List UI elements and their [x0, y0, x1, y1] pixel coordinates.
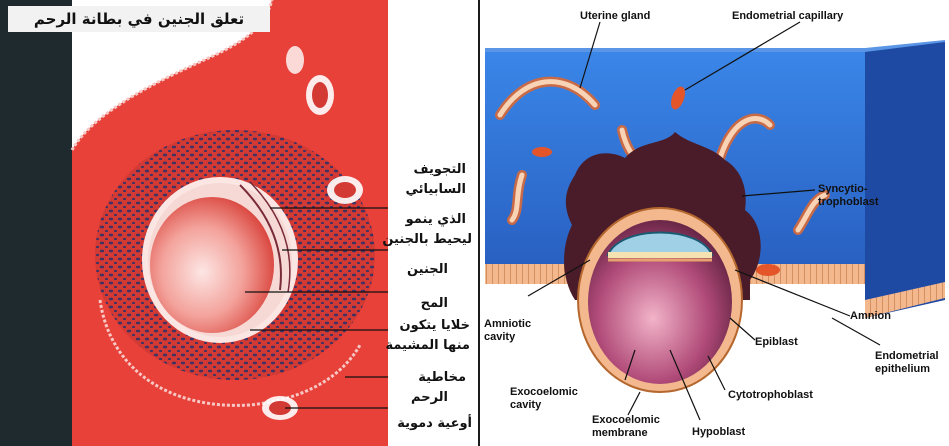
label-amniotic-cavity-1: التجويف [413, 162, 466, 177]
label-endometrial-capillary: Endometrial capillary [732, 10, 843, 23]
yolk-sac [150, 197, 274, 333]
left-diagram-panel: تعلق الجنين في بطانة الرحم التجويف الساب… [0, 0, 478, 446]
label-blood-vessels: أوعية دموية [397, 416, 472, 431]
label-uterine-mucosa-2: الرحم [411, 390, 448, 405]
label-endometrial-epithelium-2: epithelium [875, 363, 930, 376]
label-placenta-cells-1: خلايا يتكون [399, 318, 470, 333]
blastocyst-illustration [480, 0, 949, 446]
label-uterine-gland: Uterine gland [580, 10, 650, 23]
label-exocoelomic-membrane-2: membrane [592, 427, 648, 440]
label-amniotic-cavity-1: Amniotic [484, 318, 531, 331]
label-amnion: Amnion [850, 310, 891, 323]
label-amniotic-cavity-2: السابيائي [405, 182, 466, 197]
right-diagram-panel: Uterine gland Endometrial capillary Sync… [478, 0, 949, 446]
label-exocoelomic-cavity-2: cavity [510, 399, 541, 412]
label-cytotrophoblast: Cytotrophoblast [728, 389, 813, 402]
label-amnion-grows-2: ليحيط بالجنين [382, 232, 472, 247]
endometrium-side-face [865, 42, 945, 318]
label-yolk: المح [421, 296, 448, 311]
label-exocoelomic-membrane-1: Exocoelomic [592, 414, 660, 427]
label-embryo: الجنين [407, 262, 448, 277]
label-exocoelomic-cavity-1: Exocoelomic [510, 386, 578, 399]
label-uterine-mucosa-1: مخاطية [418, 370, 466, 385]
left-panel-title: تعلق الجنين في بطانة الرحم [8, 6, 270, 32]
label-placenta-cells-2: منها المشيمة [385, 338, 470, 353]
label-amnion-grows-1: الذي ينمو [406, 212, 466, 227]
dark-edge-band [0, 0, 72, 446]
label-syncytiotrophoblast-2: trophoblast [818, 196, 879, 209]
label-syncytiotrophoblast-1: Syncytio- [818, 183, 868, 196]
label-endometrial-epithelium-1: Endometrial [875, 350, 939, 363]
label-hypoblast: Hypoblast [692, 426, 745, 439]
label-epiblast: Epiblast [755, 336, 798, 349]
label-amniotic-cavity-2: cavity [484, 331, 515, 344]
